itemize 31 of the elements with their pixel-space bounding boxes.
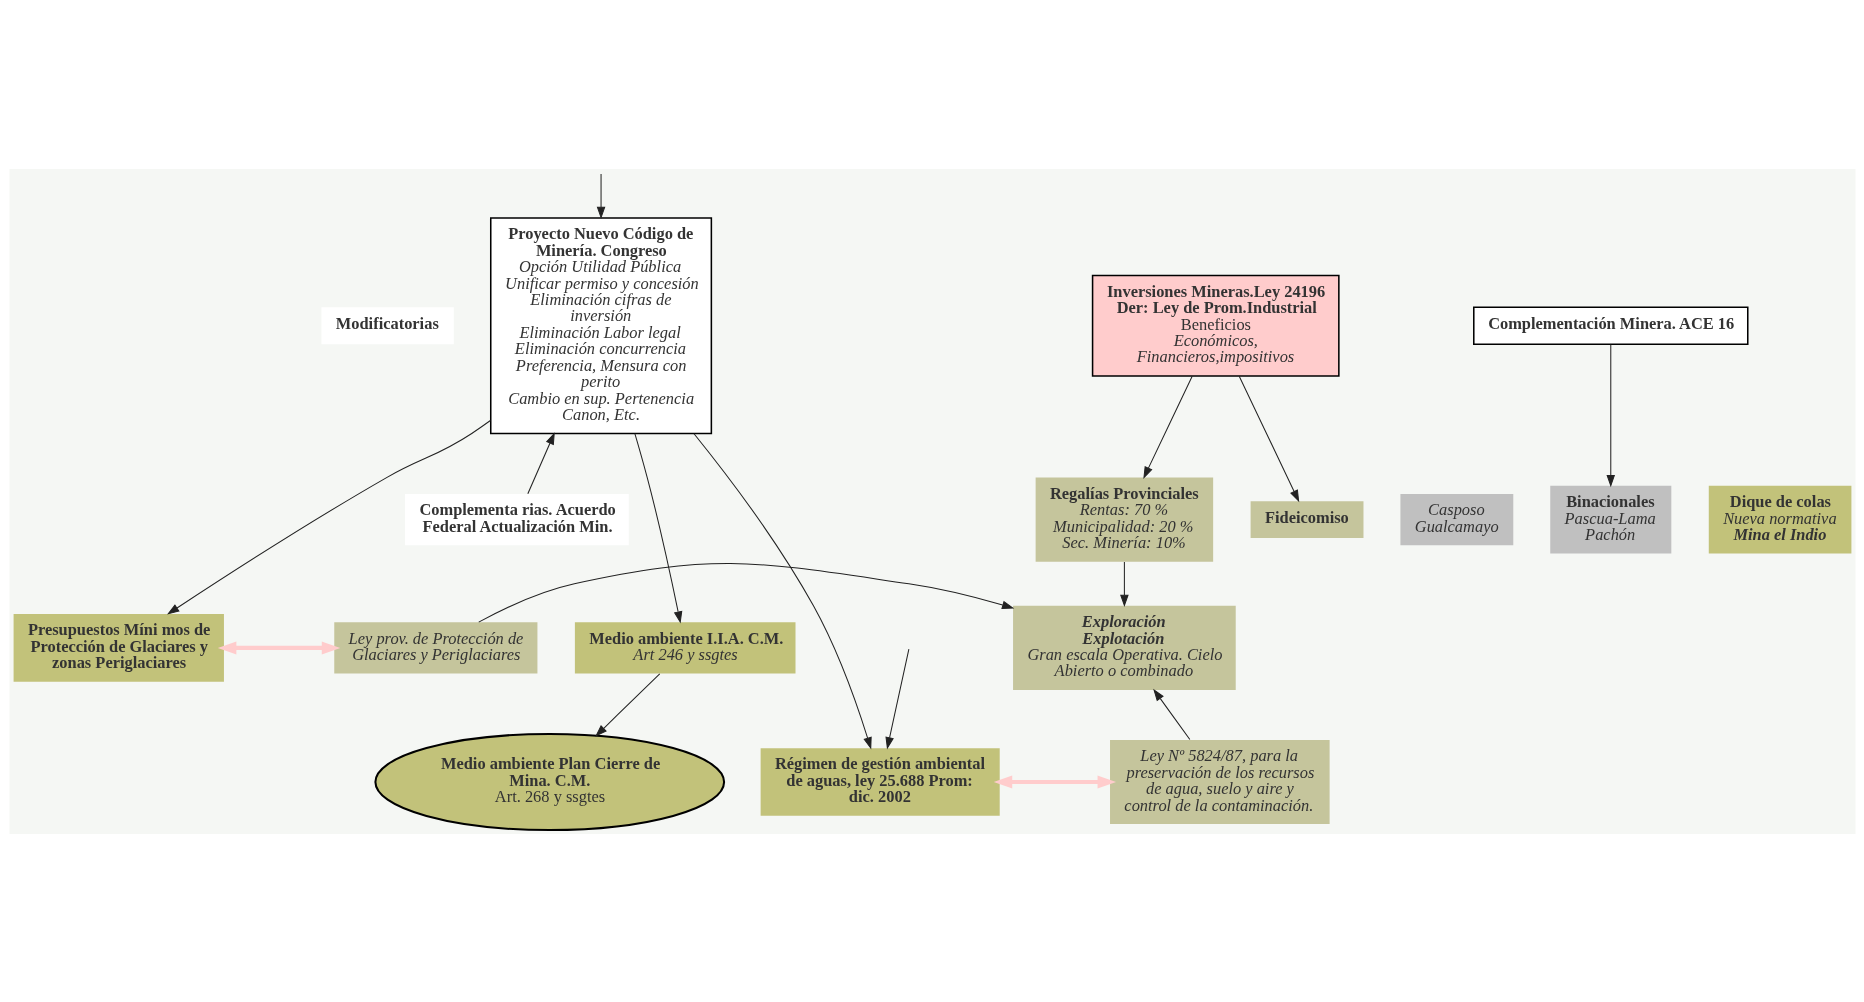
node-box: Regalías Provinciales Rentas: 70 % Municipalidad: 20 % Sec. Minería: 10% [1035,477,1213,562]
arrow [993,775,1116,788]
arrow [477,562,1014,623]
arrow [693,432,872,750]
arrow [633,432,682,624]
node-box: Inversiones Mineras.Ley 24196 Der: Ley de Prom.Industrial Beneficios Económicos, Financieros,impositivos [1091,274,1340,377]
node-ellipse: Medio ambiente Plan Cierre de Mina. C.M. Art. 268 y ssgtes [373,732,725,831]
node-box: Binacionales Pascua-Lama Pachón [1549,485,1671,553]
arrow [596,172,605,219]
arrow [1238,375,1299,502]
node-box: Exploración Explotación Gran escala Operativa. Cielo Abierto o combinado [1012,605,1236,690]
arrow [884,648,909,749]
node-box: Casposo Gualcamayo [1399,493,1513,545]
node-box: Ley prov. de Protección de Glaciares y Periglaciares [333,621,537,674]
node-box: Dique de colas Nueva normativa Mina el Indio [1708,485,1851,553]
arrow [1605,343,1615,487]
node-box: Complementa rias. Acuerdo Federal Actualización Min. [404,493,629,545]
arrow [1152,688,1190,740]
arrow [1119,561,1129,607]
node-box: Complementación Minera. ACE 16 [1472,305,1749,345]
arrow [594,672,660,737]
node-box: Proyecto Nuevo Código de Minería. Congreso Opción Utilidad Pública Unificar permiso y concesión Eliminación cifras de inversión Eliminación Labor legal Eliminación concurrencia Preferencia, Mensura con perito Cambio en sup. Pertenencia Canon, Etc. [489,216,712,434]
node-box: Presupuestos Míni mos de Protección de Glaciares y zonas Periglaciares [13,613,224,682]
node-box: Ley Nº 5824/87, para la preservación de los recursos de agua, suelo y aire y control de la contaminación. [1109,739,1330,824]
node-box: Régimen de gestión ambiental de aguas, ley 25.688 Prom: dic. 2002 [760,747,1000,816]
arrow [526,431,555,494]
arrow [166,419,491,615]
arrow [1142,375,1193,479]
arrow [217,640,340,654]
node-box: Fideicomiso [1250,500,1363,538]
node-box: Medio ambiente I.I.A. C.M. Art 246 y ssgtes [574,621,795,674]
